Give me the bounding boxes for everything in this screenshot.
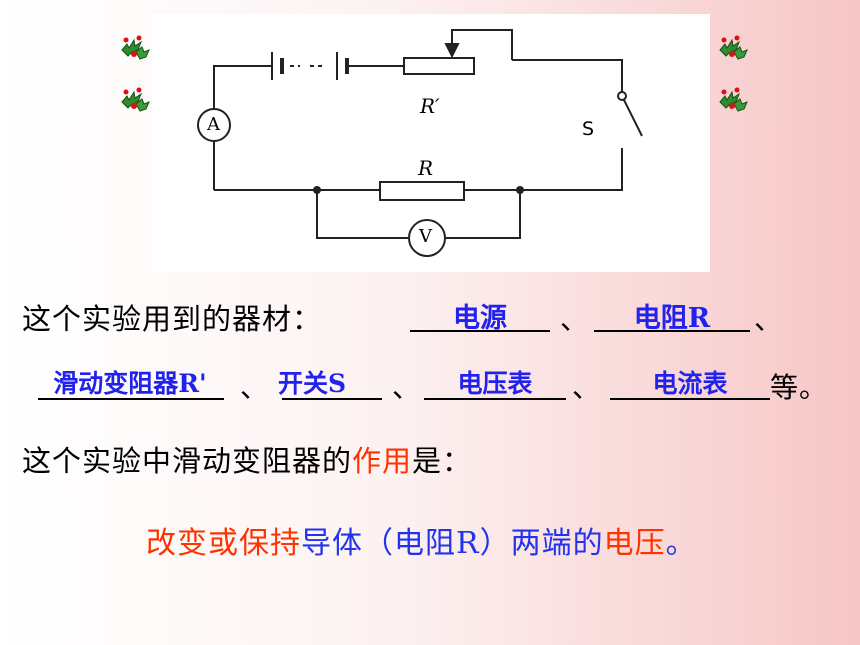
question1-ending: 等。 [770,371,829,404]
answer-blank [282,364,382,400]
question1-prompt: 这个实验用到的器材： [22,302,323,336]
answer-switch: 开关S [278,369,347,398]
holly-decoration-icon [121,87,150,112]
answer-voltmeter: 电压表 [457,369,533,398]
highlight-function: 作用 [352,444,413,478]
holly-decoration-icon [719,87,748,112]
answer2-change-or-hold: 改变或保持 [146,526,301,561]
ammeter-icon [197,108,231,142]
answer-blank [410,296,550,332]
answer-resistor: 电阻R [633,303,711,334]
ammeter-label: A [207,114,220,135]
answer-blank [594,296,750,332]
answer2-conductor: 导体（电阻R）两端的 [301,526,604,561]
holly-decoration-icon [121,35,150,60]
answer2-period: 。 [665,526,697,561]
answer2-text: 改变或保持导体（电阻R）两端的电压。 [146,518,697,562]
holly-decoration-icon [719,35,748,60]
resistor-label: R [418,156,434,180]
answer2-voltage: 电压 [603,526,666,561]
question2-prompt: 这个实验中滑动变阻器的作用是： [22,444,473,478]
voltmeter-label: V [419,226,432,247]
answer-blank [424,364,566,400]
separator: 、 [754,303,783,336]
separator: 、 [240,371,269,404]
circuit-schematic [197,29,643,257]
switch-label: S [582,118,595,140]
answer-ammeter: 电流表 [652,369,728,398]
answer-blank [38,364,224,400]
answer-rheostat: 滑动变阻器R' [53,369,207,398]
circuit-diagram: A V R′ R S [152,14,710,272]
answer-power-source: 电源 [453,303,507,334]
separator: 、 [560,303,589,336]
answer-blank [610,364,770,400]
voltmeter-icon [408,219,446,257]
separator: 、 [392,371,421,404]
separator: 、 [572,371,601,404]
rheostat-label: R′ [420,94,440,118]
